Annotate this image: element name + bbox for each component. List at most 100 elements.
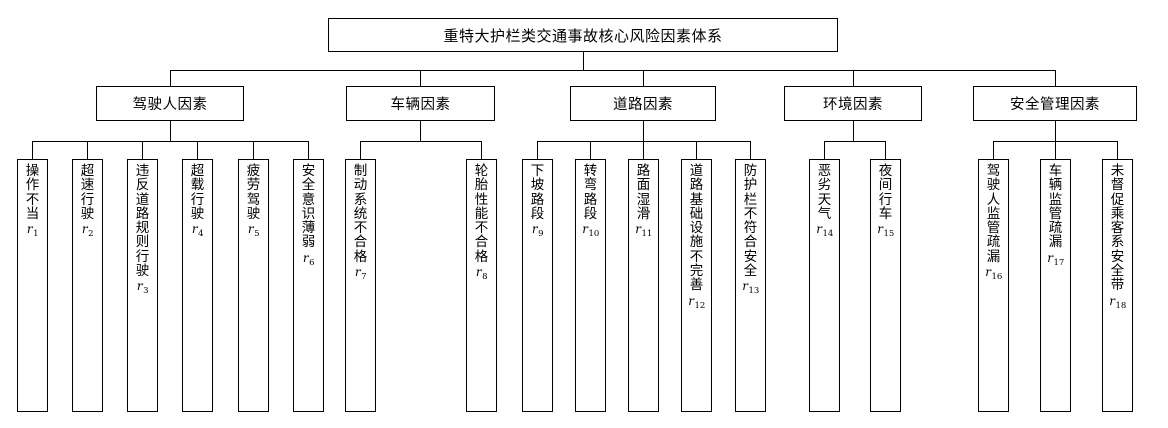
leaf-code-r7: r7 xyxy=(354,265,367,283)
leaf-code-r12: r12 xyxy=(688,293,706,311)
leaf-drop-r14 xyxy=(824,141,825,159)
leaf-node-r3: 违反道路规则行驶 r3 xyxy=(127,159,158,412)
leaf-drop-r16 xyxy=(993,141,994,159)
leaf-label-r14: 恶劣天气 xyxy=(817,163,832,222)
leaf-drop-r3 xyxy=(142,141,143,159)
leaf-drop-r13 xyxy=(750,141,751,159)
leaf-content-r6: 安全意识薄弱 r6 xyxy=(294,164,323,411)
category-label-environment: 环境因素 xyxy=(823,97,883,113)
leaf-code-r6: r6 xyxy=(302,250,315,268)
leaf-label-r3: 违反道路规则行驶 xyxy=(135,163,150,280)
leaf-stem-vehicle xyxy=(420,121,421,141)
leaf-label-r5: 疲劳驾驶 xyxy=(246,163,261,222)
leaf-node-r1: 操作不当 r1 xyxy=(17,159,48,412)
leaf-node-r15: 夜间行车 r15 xyxy=(870,159,901,412)
leaf-node-r9: 下坡路段 r9 xyxy=(522,159,553,412)
leaf-code-r4: r4 xyxy=(191,222,204,240)
leaf-label-r1: 操作不当 xyxy=(25,163,40,222)
leaf-node-r16: 驾驶人监管疏漏 r16 xyxy=(978,159,1009,412)
leaf-content-r11: 路面湿滑 r11 xyxy=(629,164,658,411)
leaf-content-r18: 未督促乘客系安全带 r18 xyxy=(1103,164,1132,411)
leaf-label-r11: 路面湿滑 xyxy=(636,163,651,222)
leaf-node-r4: 超载行驶 r4 xyxy=(182,159,213,412)
leaf-content-r14: 恶劣天气 r14 xyxy=(810,164,839,411)
root-node: 重特大护栏类交通事故核心风险因素体系 xyxy=(328,18,838,52)
leaf-node-r2: 超速行驶 r2 xyxy=(72,159,103,412)
leaf-code-r14: r14 xyxy=(816,222,834,240)
leaf-node-r11: 路面湿滑 r11 xyxy=(628,159,659,412)
leaf-label-r12: 道路基础设施不完善 xyxy=(689,163,704,294)
leaf-code-r10: r10 xyxy=(582,222,600,240)
leaf-content-r3: 违反道路规则行驶 r3 xyxy=(128,164,157,411)
leaf-drop-r8 xyxy=(481,141,482,159)
category-drop-environment xyxy=(853,70,854,86)
leaf-drop-r17 xyxy=(1055,141,1056,159)
leaf-node-r12: 道路基础设施不完善 r12 xyxy=(681,159,712,412)
leaf-drop-r9 xyxy=(537,141,538,159)
category-label-driver: 驾驶人因素 xyxy=(132,97,208,113)
leaf-content-r17: 车辆监管疏漏 r17 xyxy=(1041,164,1070,411)
leaf-node-r8: 轮胎性能不合格 r8 xyxy=(466,159,497,412)
leaf-label-r15: 夜间行车 xyxy=(878,163,893,222)
leaf-label-r7: 制动系统不合格 xyxy=(353,163,368,265)
leaf-code-r3: r3 xyxy=(136,279,149,297)
root-stem-line xyxy=(583,52,584,70)
leaf-label-r4: 超载行驶 xyxy=(190,163,205,222)
leaf-code-r11: r11 xyxy=(635,222,653,240)
category-bus-line xyxy=(170,70,1055,71)
leaf-node-r7: 制动系统不合格 r7 xyxy=(345,159,376,412)
leaf-content-r15: 夜间行车 r15 xyxy=(871,164,900,411)
leaf-label-r18: 未督促乘客系安全带 xyxy=(1110,163,1125,294)
leaf-content-r8: 轮胎性能不合格 r8 xyxy=(467,164,496,411)
leaf-bus-driver xyxy=(32,141,309,142)
leaf-drop-r15 xyxy=(885,141,886,159)
leaf-code-r16: r16 xyxy=(985,265,1003,283)
leaf-content-r9: 下坡路段 r9 xyxy=(523,164,552,411)
category-node-driver: 驾驶人因素 xyxy=(96,86,244,121)
category-label-management: 安全管理因素 xyxy=(1010,97,1100,113)
category-label-vehicle: 车辆因素 xyxy=(390,97,451,113)
leaf-label-r2: 超速行驶 xyxy=(80,163,95,222)
category-node-vehicle: 车辆因素 xyxy=(346,86,495,121)
category-node-environment: 环境因素 xyxy=(784,86,922,121)
leaf-stem-management xyxy=(1055,121,1056,141)
leaf-node-r10: 转弯路段 r10 xyxy=(575,159,606,412)
leaf-drop-r6 xyxy=(308,141,309,159)
leaf-label-r9: 下坡路段 xyxy=(530,163,545,222)
leaf-code-r1: r1 xyxy=(26,222,39,240)
leaf-drop-r2 xyxy=(87,141,88,159)
leaf-stem-road xyxy=(643,121,644,141)
category-drop-driver xyxy=(170,70,171,86)
category-node-management: 安全管理因素 xyxy=(973,86,1137,121)
leaf-content-r12: 道路基础设施不完善 r12 xyxy=(682,164,711,411)
leaf-drop-r11 xyxy=(643,141,644,159)
leaf-content-r16: 驾驶人监管疏漏 r16 xyxy=(979,164,1008,411)
leaf-label-r17: 车辆监管疏漏 xyxy=(1048,163,1063,251)
category-drop-management xyxy=(1055,70,1056,86)
leaf-content-r2: 超速行驶 r2 xyxy=(73,164,102,411)
category-drop-road xyxy=(643,70,644,86)
category-drop-vehicle xyxy=(420,70,421,86)
leaf-code-r5: r5 xyxy=(247,222,260,240)
leaf-label-r8: 轮胎性能不合格 xyxy=(474,163,489,265)
leaf-node-r5: 疲劳驾驶 r5 xyxy=(238,159,269,412)
leaf-drop-r7 xyxy=(360,141,361,159)
leaf-drop-r4 xyxy=(197,141,198,159)
leaf-code-r17: r17 xyxy=(1047,250,1065,268)
leaf-code-r2: r2 xyxy=(81,222,94,240)
leaf-drop-r12 xyxy=(696,141,697,159)
leaf-label-r13: 防护栏不符合安全 xyxy=(743,163,758,280)
leaf-stem-environment xyxy=(853,121,854,141)
leaf-code-r8: r8 xyxy=(475,265,488,283)
leaf-content-r5: 疲劳驾驶 r5 xyxy=(239,164,268,411)
leaf-code-r13: r13 xyxy=(742,279,760,297)
leaf-content-r13: 防护栏不符合安全 r13 xyxy=(736,164,765,411)
leaf-code-r15: r15 xyxy=(877,222,895,240)
leaf-node-r14: 恶劣天气 r14 xyxy=(809,159,840,412)
category-label-road: 道路因素 xyxy=(613,97,673,113)
leaf-node-r6: 安全意识薄弱 r6 xyxy=(293,159,324,412)
leaf-drop-r18 xyxy=(1117,141,1118,159)
leaf-bus-vehicle xyxy=(360,141,481,142)
leaf-code-r18: r18 xyxy=(1109,293,1127,311)
